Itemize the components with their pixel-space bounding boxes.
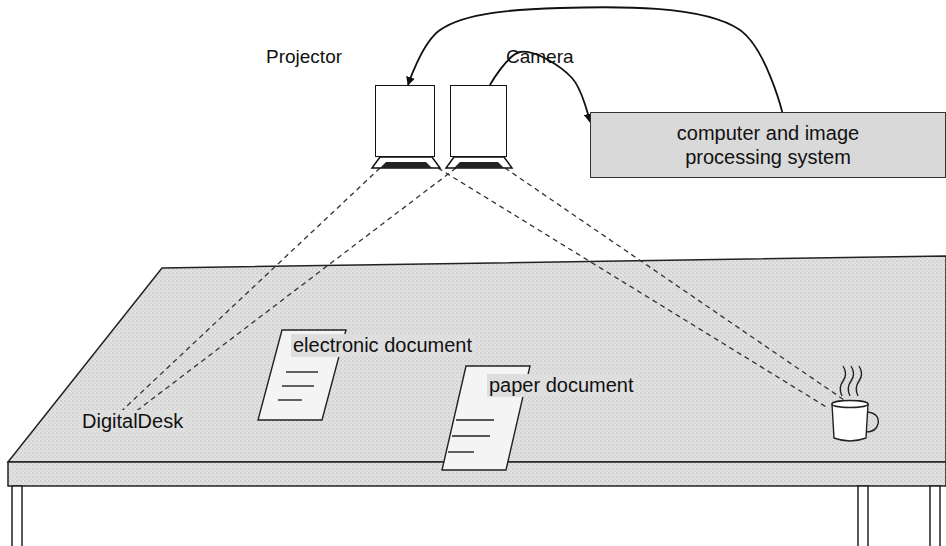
box-text: computer and image processing system [633,115,903,175]
desk-label: DigitalDesk [80,410,185,433]
device-box: Camera [450,85,507,157]
device-label: Camera [506,46,574,68]
desk-leg [930,486,940,546]
device-label: Projector [266,46,342,68]
projector-lens [372,157,440,168]
computer-box: computer and image processing system [590,112,946,178]
desk-leg [858,486,868,546]
desk-label: electronic document [291,334,474,357]
device-box: Projector [375,85,435,157]
desk-leg [12,486,22,546]
coffee-mug [832,366,878,441]
camera-lens [446,157,512,168]
desk-label: paper document [487,374,636,397]
